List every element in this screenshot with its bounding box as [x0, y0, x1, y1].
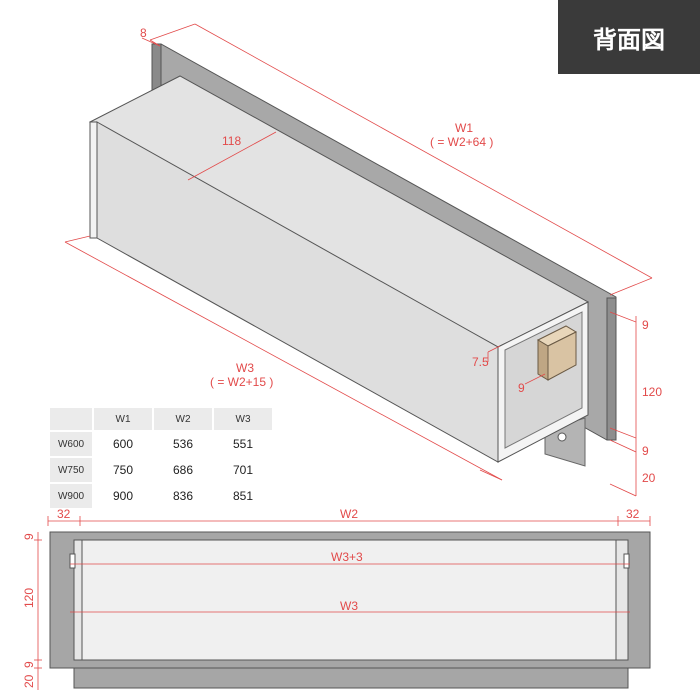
spec-header-w3: W3 — [214, 408, 272, 430]
cell-w1: 600 — [112, 437, 134, 451]
spec-header-row: W1 W2 W3 — [50, 408, 272, 430]
front-left-clip — [69, 553, 76, 569]
cell-w2: 836 — [172, 489, 194, 503]
rear-view-badge: 背面図 — [558, 0, 700, 74]
cell-w2: 686 — [172, 463, 194, 477]
dim-right-mid: 120 — [642, 385, 662, 399]
dim-right-low: 9 — [642, 444, 649, 458]
dim-top-left: 8 — [140, 26, 147, 40]
table-row: W750 750 686 701 — [50, 458, 272, 482]
table-row: W600 600 536 551 — [50, 432, 272, 456]
dim-front-w3-plus: W3+3 — [331, 550, 363, 564]
dim-right-bottom: 20 — [642, 471, 656, 485]
front-right-clip — [623, 553, 630, 569]
dim-block: 9 — [518, 381, 525, 395]
dim-front-right-margin: 32 — [626, 507, 640, 521]
cell-w3: 851 — [232, 489, 254, 503]
spec-header-corner — [50, 408, 92, 430]
box-left-end — [89, 121, 98, 239]
connector-block-front — [537, 339, 549, 381]
dim-w1-formula: ( = W2+64 ) — [430, 135, 493, 149]
iso-dimension-lines — [64, 23, 653, 497]
mount-hole — [557, 432, 567, 442]
dim-w3: W3 — [236, 361, 254, 375]
cell-w1: 750 — [112, 463, 134, 477]
dim-right-top: 9 — [642, 318, 649, 332]
dim-front-left-9-low: 9 — [22, 661, 36, 668]
dim-w1: W1 — [455, 121, 473, 135]
dim-front-w2: W2 — [340, 507, 358, 521]
spec-header-w2: W2 — [154, 408, 212, 430]
dim-front-left-margin: 32 — [57, 507, 71, 521]
front-dimension-lines — [34, 516, 651, 690]
dim-front-left-120: 120 — [22, 588, 36, 608]
flange-right-face — [606, 297, 617, 441]
dim-w3-formula: ( = W2+15 ) — [210, 375, 273, 389]
front-inner-panel — [81, 539, 617, 661]
cell-w2: 536 — [172, 437, 194, 451]
row-label: W750 — [50, 458, 92, 482]
row-label: W600 — [50, 432, 92, 456]
connector-block-side — [547, 331, 577, 381]
spec-header-w1: W1 — [94, 408, 152, 430]
dim-depth: 118 — [222, 134, 241, 148]
dim-front-left-20: 20 — [22, 674, 36, 688]
dim-front-w3: W3 — [340, 599, 358, 613]
cell-w1: 900 — [112, 489, 134, 503]
front-bottom-bar — [73, 667, 629, 689]
row-label: W900 — [50, 484, 92, 508]
cell-w3: 701 — [232, 463, 254, 477]
table-row: W900 900 836 851 — [50, 484, 272, 508]
dim-front-left-9-top: 9 — [22, 533, 36, 540]
dim-inner-offset: 7.5 — [472, 355, 489, 369]
cell-w3: 551 — [232, 437, 254, 451]
size-spec-table: W1 W2 W3 W600 600 536 551 W750 750 686 7… — [48, 406, 274, 510]
